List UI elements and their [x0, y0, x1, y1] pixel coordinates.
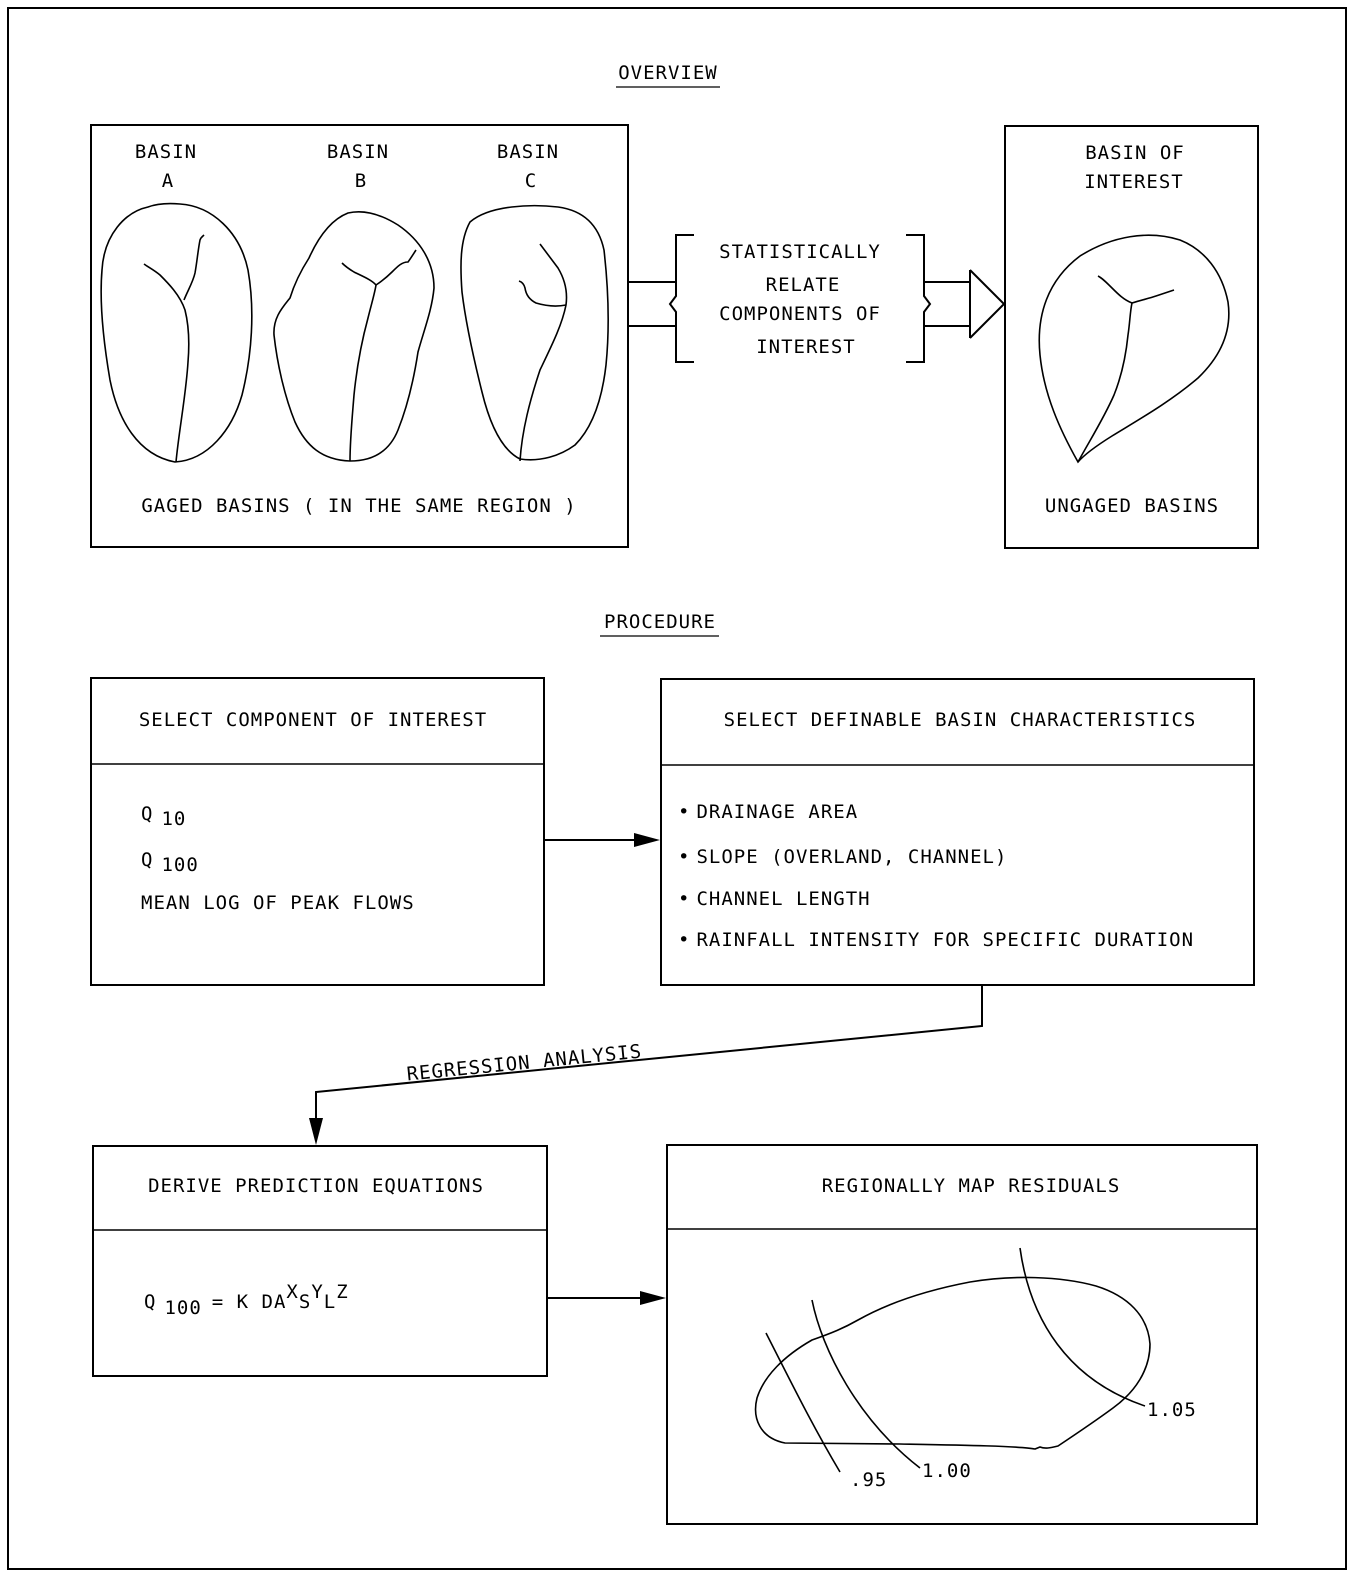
- rainfall-label: RAINFALL INTENSITY FOR SPECIFIC DURATION: [696, 929, 1194, 951]
- characteristic-item-channel-length: • CHANNEL LENGTH: [678, 888, 871, 910]
- q10-subscript: 10: [161, 808, 186, 830]
- basin-b-letter: B: [355, 170, 367, 192]
- equations-header: DERIVE PREDICTION EQUATIONS: [148, 1175, 484, 1197]
- basin-c-main-stream: [519, 243, 568, 462]
- regression-analysis-label: REGRESSION ANALYSIS: [406, 1041, 643, 1086]
- relate-text-line3: COMPONENTS OF: [719, 303, 881, 325]
- slope-label: SLOPE (OVERLAND, CHANNEL): [696, 846, 1007, 868]
- equation-exp-y: Y: [311, 1281, 323, 1303]
- basin-of-interest-line2: INTEREST: [1084, 171, 1184, 193]
- relate-text-line1: STATISTICALLY: [719, 241, 881, 263]
- procedure-title: PROCEDURE: [604, 611, 716, 633]
- basin-c-outline: [460, 204, 609, 461]
- basin-of-interest-outline: [1038, 234, 1230, 464]
- basin-of-interest-main-stream: [1077, 275, 1133, 463]
- bullet-4: •: [678, 929, 690, 951]
- q10-base: Q: [141, 803, 153, 825]
- q100-base: Q: [141, 849, 153, 871]
- prediction-equation: Q 100 = K DAXSYLZ: [144, 1281, 349, 1319]
- contour-label-100: 1.00: [922, 1460, 972, 1482]
- relate-right-bracket: [906, 234, 932, 363]
- component-header: SELECT COMPONENT OF INTEREST: [139, 709, 487, 731]
- basin-a-main-stream: [143, 263, 190, 463]
- arrow-to-characteristics: [544, 833, 660, 847]
- region-outline: [754, 1276, 1151, 1450]
- ungaged-basins-caption: UNGAGED BASINS: [1045, 495, 1219, 517]
- basin-b-tributary: [375, 249, 417, 286]
- gaged-basins-box: [90, 124, 629, 548]
- component-item-q10: Q 10: [141, 803, 186, 830]
- basin-b-outline: [273, 210, 435, 462]
- contour-095: [765, 1332, 841, 1473]
- contour-100: [811, 1299, 921, 1469]
- bullet-2: •: [678, 846, 690, 868]
- characteristic-item-drainage-area: • DRAINAGE AREA: [678, 801, 858, 823]
- equation-s: S: [299, 1291, 311, 1313]
- basin-of-interest-tributary: [1131, 289, 1175, 304]
- equation-rhs: = K DA: [212, 1291, 287, 1313]
- equation-q: Q: [144, 1291, 156, 1313]
- regression-connector: [309, 985, 983, 1145]
- basin-c-letter: C: [525, 170, 537, 192]
- component-item-q100: Q 100: [141, 849, 199, 876]
- contour-label-105: 1.05: [1147, 1399, 1197, 1421]
- residuals-header: REGIONALLY MAP RESIDUALS: [822, 1175, 1121, 1197]
- characteristic-item-rainfall: • RAINFALL INTENSITY FOR SPECIFIC DURATIO…: [678, 929, 1194, 951]
- bullet-1: •: [678, 801, 690, 823]
- gaged-basins-caption: GAGED BASINS ( IN THE SAME REGION ): [141, 495, 576, 517]
- characteristic-item-slope: • SLOPE (OVERLAND, CHANNEL): [678, 846, 1007, 868]
- overview-title: OVERVIEW: [618, 62, 718, 84]
- component-item-mean-log: MEAN LOG OF PEAK FLOWS: [141, 892, 415, 914]
- equation-exp-z: Z: [336, 1281, 348, 1303]
- equations-box: [92, 1145, 548, 1377]
- relate-text-line2: RELATE: [766, 274, 841, 296]
- drainage-area-label: DRAINAGE AREA: [696, 801, 858, 823]
- basin-of-interest-line1: BASIN OF: [1085, 142, 1185, 164]
- bullet-3: •: [678, 888, 690, 910]
- arrow-to-residuals: [547, 1291, 666, 1305]
- basin-b-main-stream: [341, 262, 377, 462]
- basin-c-tributary: [518, 280, 567, 307]
- basin-a-label: BASIN: [135, 141, 197, 163]
- basin-b-label: BASIN: [327, 141, 389, 163]
- contour-label-095: .95: [850, 1469, 887, 1491]
- residuals-box: [666, 1144, 1258, 1525]
- relate-text-line4: INTEREST: [756, 336, 856, 358]
- q100-subscript: 100: [161, 854, 198, 876]
- characteristics-box: [660, 678, 1255, 986]
- basin-a-letter: A: [162, 170, 174, 192]
- basin-a-outline: [100, 202, 253, 463]
- equation-q-subscript: 100: [164, 1297, 201, 1319]
- basin-c-label: BASIN: [497, 141, 559, 163]
- equation-exp-x: X: [286, 1281, 298, 1303]
- component-box: [90, 677, 545, 986]
- basin-a-tributary: [183, 234, 205, 301]
- relate-left-bracket: [668, 234, 694, 363]
- equation-l: L: [324, 1291, 336, 1313]
- characteristics-header: SELECT DEFINABLE BASIN CHARACTERISTICS: [724, 709, 1197, 731]
- ungaged-basin-box: [1004, 125, 1259, 549]
- contour-105: [1019, 1247, 1146, 1407]
- channel-length-label: CHANNEL LENGTH: [696, 888, 870, 910]
- outer-border: [7, 7, 1347, 1570]
